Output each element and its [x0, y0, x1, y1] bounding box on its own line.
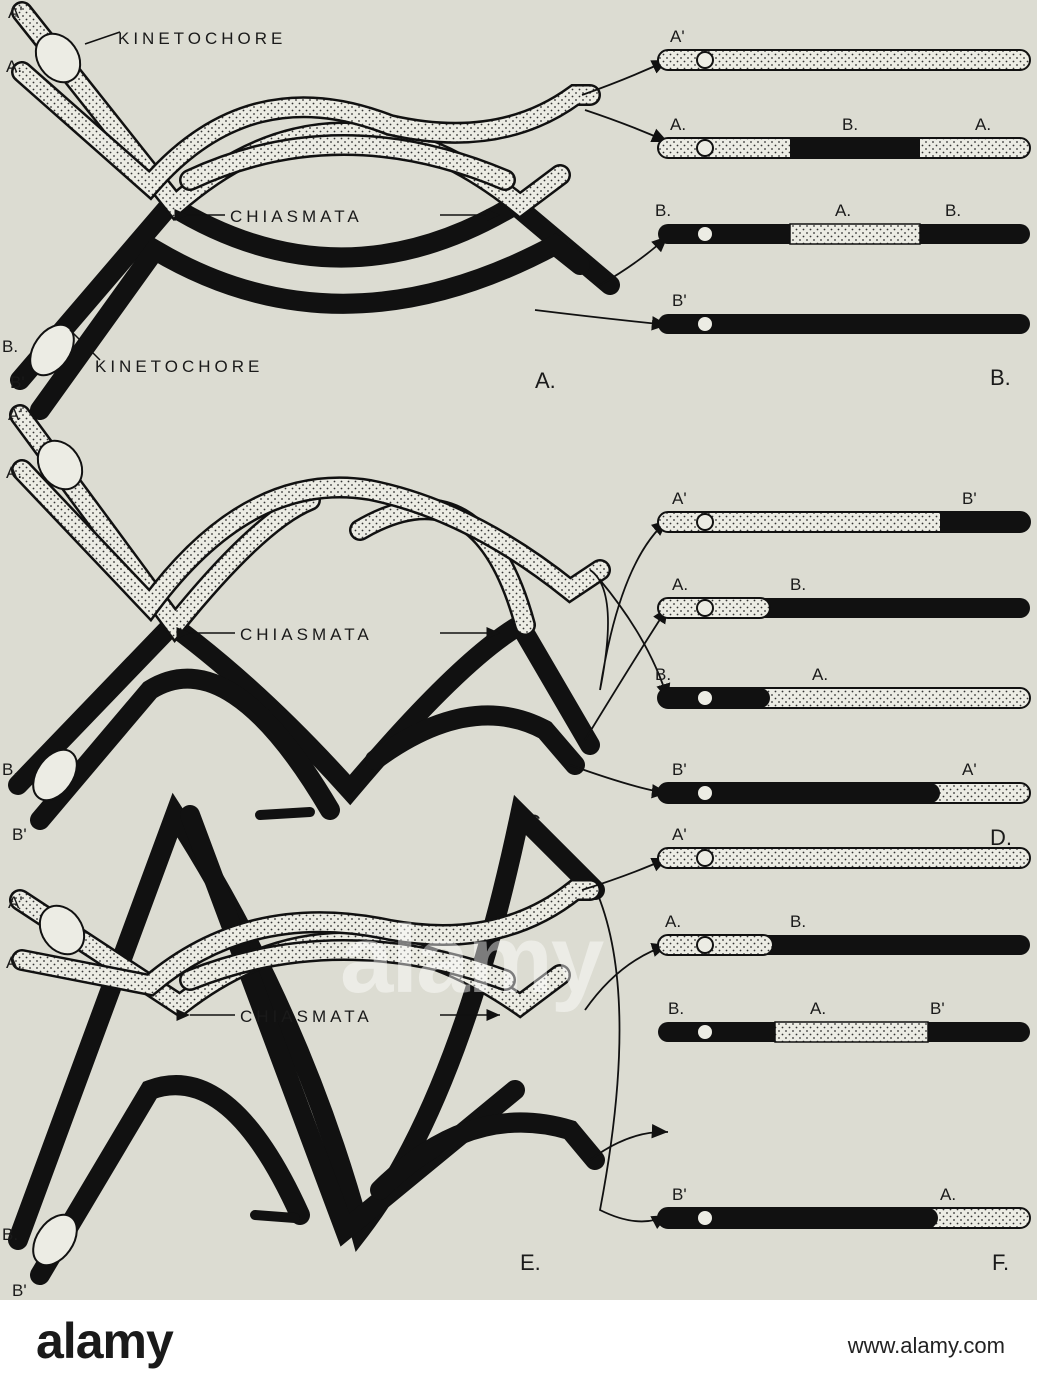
stock-watermark-overlay: alamy — [340, 906, 604, 1013]
svg-text:A.: A. — [975, 115, 991, 134]
panel-e-diagram: A' A. CHIASMATA B. B' E. — [2, 792, 669, 1300]
svg-text:B': B' — [962, 489, 977, 508]
svg-text:CHIASMATA: CHIASMATA — [240, 625, 373, 644]
svg-text:B': B' — [672, 291, 687, 310]
svg-text:A.: A. — [810, 999, 826, 1018]
svg-text:E.: E. — [520, 1250, 541, 1275]
panel-f-chromosomes: A' A. B. B. A. B' B' A. F. — [657, 825, 1031, 1275]
svg-text:A.: A. — [6, 57, 22, 76]
svg-text:A': A' — [672, 489, 687, 508]
alamy-url: www.alamy.com — [847, 1333, 1005, 1358]
strand-b-inner — [30, 233, 590, 420]
chromosome-b4 — [658, 314, 1030, 334]
svg-text:A.: A. — [940, 1185, 956, 1204]
svg-text:A.: A. — [6, 953, 22, 972]
svg-text:B.: B. — [790, 575, 806, 594]
svg-text:B.: B. — [668, 999, 684, 1018]
svg-text:A.: A. — [672, 575, 688, 594]
panel-c-diagram: A' A. CHIASMATA B. B' C. — [2, 404, 671, 844]
panel-b-chromosomes: A' A. B. A. B. A. B. B' B. — [655, 27, 1031, 390]
svg-text:B': B' — [12, 825, 27, 844]
kinetochore-top-a — [34, 32, 82, 84]
svg-text:B': B' — [930, 999, 945, 1018]
svg-text:B.: B. — [842, 115, 858, 134]
svg-text:KINETOCHORE: KINETOCHORE — [95, 357, 263, 376]
svg-text:CHIASMATA: CHIASMATA — [230, 207, 363, 226]
svg-text:B.: B. — [990, 365, 1011, 390]
svg-text:A': A' — [962, 760, 977, 779]
svg-text:B': B' — [672, 760, 687, 779]
strand-b-outer — [10, 191, 620, 390]
svg-text:D.: D. — [990, 825, 1012, 850]
panel-d-chromosomes: A' B' A. B. B. A. B' A' D. — [655, 489, 1031, 850]
svg-text:B.: B. — [2, 1225, 18, 1244]
svg-text:A': A' — [8, 405, 23, 424]
chromosome-crossover-figure: A' A. KINETOCHORE CHIASMATA KINETOCHORE … — [0, 0, 1037, 1300]
svg-text:B.: B. — [945, 201, 961, 220]
svg-text:A.: A. — [835, 201, 851, 220]
svg-text:B.: B. — [655, 201, 671, 220]
svg-text:A': A' — [8, 3, 23, 22]
svg-text:B.: B. — [790, 912, 806, 931]
alamy-logo: alamy — [36, 1313, 174, 1369]
svg-text:B': B' — [12, 1281, 27, 1300]
svg-text:B.: B. — [655, 665, 671, 684]
strand-c-b-inner — [30, 668, 585, 830]
svg-text:A.: A. — [670, 115, 686, 134]
svg-text:A': A' — [670, 27, 685, 46]
figure-svg: A' A. KINETOCHORE CHIASMATA KINETOCHORE … — [2, 1, 1031, 1300]
svg-text:A.: A. — [6, 463, 22, 482]
watermark-band — [0, 1300, 1037, 1390]
svg-text:F.: F. — [992, 1250, 1009, 1275]
svg-text:A.: A. — [665, 912, 681, 931]
svg-text:B.: B. — [2, 337, 18, 356]
svg-text:A.: A. — [812, 665, 828, 684]
svg-text:A': A' — [8, 893, 23, 912]
panel-a-diagram: A' A. KINETOCHORE CHIASMATA KINETOCHORE … — [2, 1, 669, 420]
svg-text:A': A' — [672, 825, 687, 844]
strand-e-b-inner — [30, 1075, 605, 1285]
svg-text:KINETOCHORE: KINETOCHORE — [118, 29, 286, 48]
chromosome-b1 — [657, 49, 1031, 71]
svg-text:B.: B. — [2, 760, 18, 779]
svg-text:B': B' — [672, 1185, 687, 1204]
strand-c-b-outer — [8, 611, 600, 806]
svg-text:CHIASMATA: CHIASMATA — [240, 1007, 373, 1026]
svg-text:B': B' — [10, 373, 25, 392]
kinetochore-bottom-a — [29, 323, 75, 377]
svg-text:A.: A. — [535, 368, 556, 393]
